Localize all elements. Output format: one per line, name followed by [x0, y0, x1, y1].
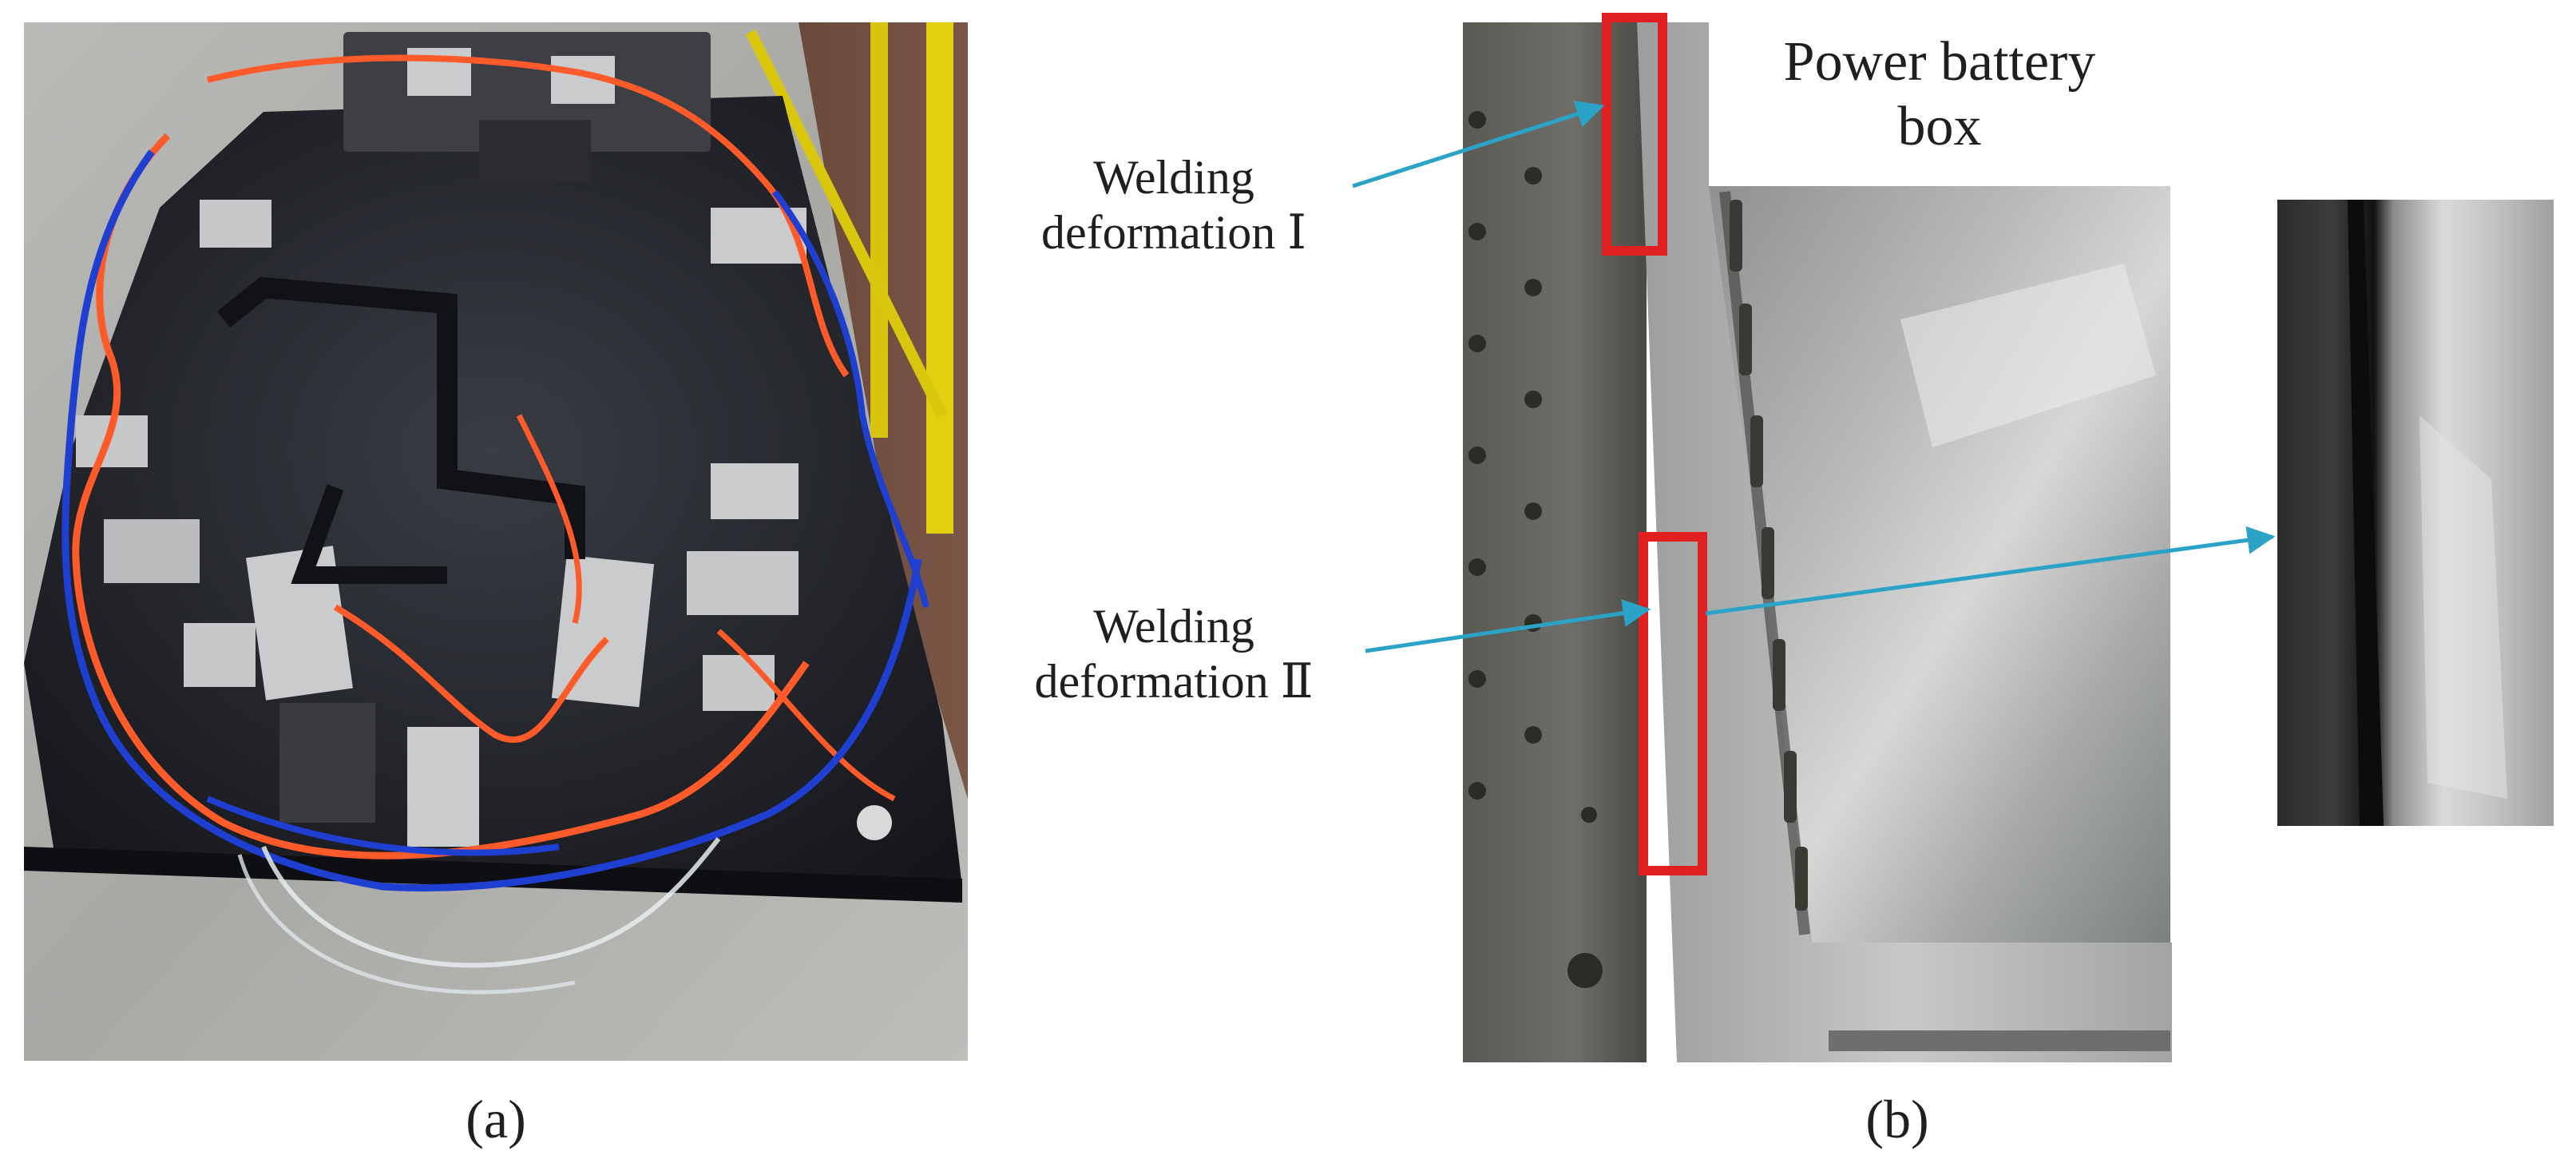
- arrow-deformation-1: [1352, 100, 1605, 189]
- welding-deformation-2-label: Welding deformation Ⅱ: [990, 599, 1357, 709]
- deformation-2-highlight: [1639, 532, 1707, 875]
- arrow-zoom: [1705, 526, 2276, 616]
- welding-deformation-2-line2: deformation Ⅱ: [1034, 655, 1314, 708]
- power-battery-box-label: Power battery box: [1709, 30, 2170, 159]
- annotation-arrows: [1352, 100, 2276, 653]
- zoom-inset-photo: [2277, 200, 2554, 826]
- panel-a-photo: [24, 22, 968, 1061]
- welding-deformation-1-line2: deformation Ⅰ: [1041, 206, 1306, 259]
- panel-a-caption: (a): [466, 1089, 526, 1149]
- welding-deformation-1-label: Welding deformation Ⅰ: [990, 150, 1357, 260]
- power-battery-box-line1: Power battery: [1783, 31, 2096, 93]
- panel-b-caption: (b): [1865, 1089, 1929, 1149]
- arrow-deformation-2: [1365, 599, 1651, 653]
- welding-deformation-1-line1: Welding: [1093, 151, 1254, 204]
- welding-deformation-2-line1: Welding: [1093, 600, 1254, 653]
- panel-b-photo: [1463, 13, 2172, 1062]
- power-battery-box-line2: box: [1897, 95, 1982, 157]
- deformation-1-highlight: [1602, 13, 1667, 256]
